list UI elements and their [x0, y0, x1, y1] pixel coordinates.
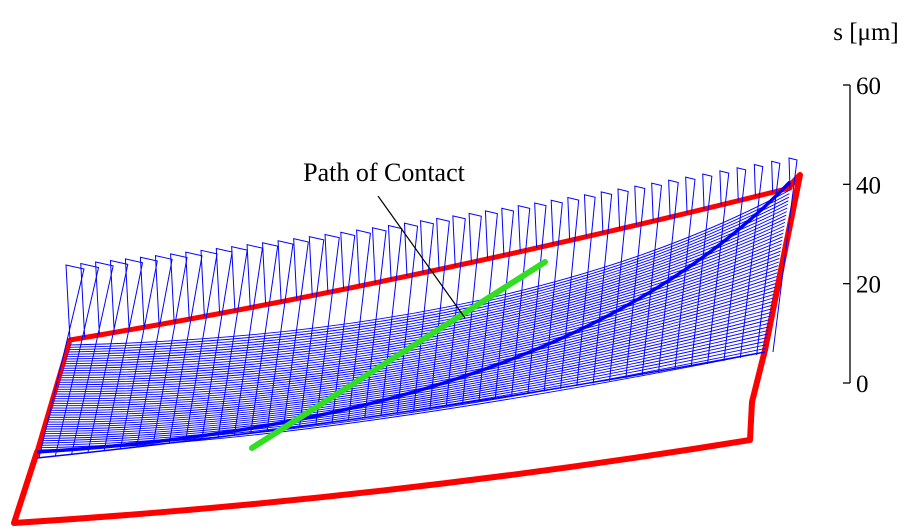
mesh-bar-2	[71, 261, 114, 455]
mesh-bar-34	[592, 191, 613, 384]
mesh-profile-20	[53, 279, 777, 404]
mesh-profile-5	[43, 333, 768, 439]
mesh-bar-44	[756, 160, 781, 356]
mesh-profile-28	[58, 250, 781, 386]
scale-tick-label-0: 60	[856, 73, 881, 100]
path-of-contact-label: Path of Contact	[303, 158, 466, 187]
mesh-bar-9	[184, 249, 218, 442]
mesh-profile-25	[56, 261, 780, 393]
tooth-outline	[11, 172, 803, 526]
scale-tick-label-3: 0	[856, 371, 869, 398]
mesh-bar-37	[641, 182, 663, 376]
mesh-profile-37	[64, 218, 786, 365]
mesh-profile-19	[52, 283, 776, 407]
mesh-profile-13	[48, 304, 773, 421]
mesh-profile-21	[53, 275, 777, 402]
mesh-profile-30	[59, 243, 782, 381]
mesh-bar-39	[674, 176, 696, 370]
mesh-profile-26	[57, 257, 780, 390]
mesh-profile-14	[49, 301, 773, 418]
mesh-bar-6	[136, 254, 173, 448]
mesh-bar-12	[233, 244, 263, 436]
mesh-bar-13	[250, 242, 279, 434]
mesh-profile-29	[59, 247, 782, 383]
mesh-bar-42	[723, 167, 747, 361]
mesh-bar-30	[527, 202, 547, 395]
scale-unit-label: s [μm]	[833, 19, 898, 46]
mesh-bar-22	[396, 222, 419, 414]
mesh-profile-32	[61, 236, 783, 376]
mesh-profile-27	[57, 254, 781, 388]
mesh-profile-3	[41, 340, 767, 444]
tooth-tip-edge	[34, 185, 793, 455]
mesh-profile-36	[63, 221, 786, 367]
mesh-bar-38	[658, 179, 679, 373]
mesh-profile-11	[47, 311, 772, 425]
mesh-bar-0	[38, 264, 85, 459]
mesh-bar-27	[478, 210, 498, 402]
mesh-diagonal-edge	[36, 180, 792, 454]
mesh-profile-44	[69, 193, 790, 348]
mesh-bar-4	[103, 258, 144, 452]
mesh-profile-7	[44, 326, 769, 435]
scale-ticks: 60 40 20 0	[843, 73, 881, 398]
scale-tick-label-2: 20	[856, 272, 881, 299]
mesh-bar-14	[266, 240, 294, 432]
mesh-bottom-edge	[36, 351, 766, 459]
mesh-profile-45	[69, 189, 791, 346]
mesh-profile-23	[55, 268, 778, 397]
scale-axis: s [μm] 60 40 20 0	[833, 19, 898, 398]
mesh-profile-22	[54, 272, 778, 400]
deviation-mesh	[38, 157, 798, 459]
mesh-profile-15	[49, 297, 774, 416]
mesh-bar-45	[772, 157, 798, 353]
mesh-bar-33	[576, 194, 596, 387]
mesh-bar-40	[690, 173, 713, 367]
mesh-bar-41	[707, 170, 730, 364]
mesh-profile-4	[42, 337, 768, 442]
path-of-contact-line	[249, 259, 548, 451]
annotation-leader-line	[377, 195, 466, 319]
mesh-bar-1	[54, 262, 100, 457]
mesh-bar-32	[560, 196, 580, 389]
scale-tick-label-1: 40	[856, 172, 881, 199]
mesh-profile-31	[60, 239, 783, 379]
mesh-profile-38	[65, 214, 787, 362]
mesh-bar-10	[201, 247, 233, 440]
mesh-profile-16	[50, 293, 775, 414]
mesh-bar-23	[413, 220, 434, 412]
tooth-outline-path	[11, 172, 803, 526]
mesh-profile-12	[47, 308, 772, 423]
mesh-bar-7	[152, 253, 188, 446]
mesh-profile-24	[55, 265, 779, 395]
mesh-bar-36	[625, 185, 646, 379]
mesh-profile-10	[46, 315, 771, 428]
mesh-bar-24	[429, 217, 450, 409]
mesh-profile-6	[43, 329, 769, 437]
mesh-profile-33	[61, 232, 784, 374]
mesh-bar-43	[739, 163, 764, 359]
mesh-bar-29	[511, 205, 531, 397]
